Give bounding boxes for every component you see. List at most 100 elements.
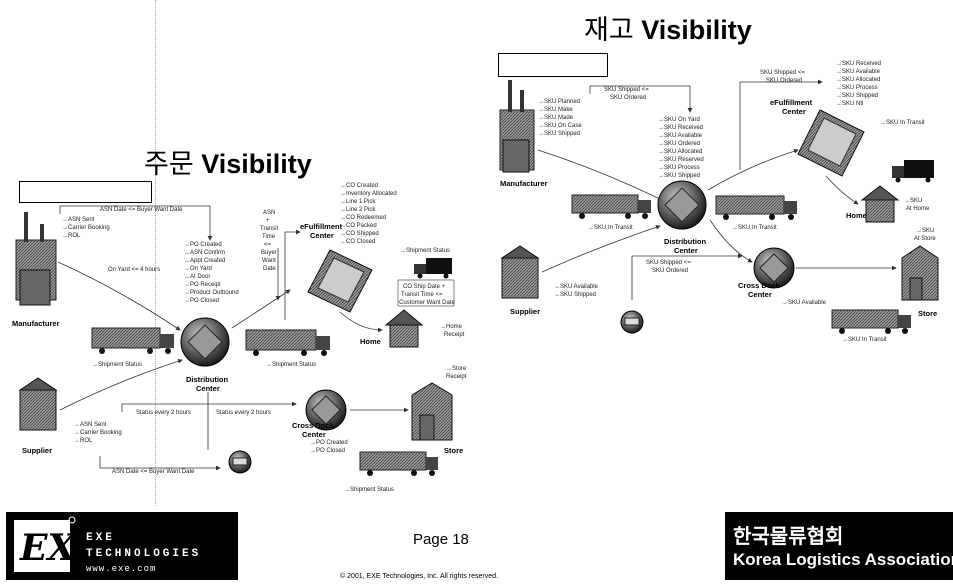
order-store-receipt: Receipt [446,374,467,380]
inv-efc-item: →SKU Shipped [836,93,878,99]
order-dc-item: →Appt Created [184,258,225,264]
order-dc-label-2: Center [196,384,220,393]
order-crossdock-label-1: Cross Dock [292,421,335,430]
order-truck-mid-icon [245,329,330,356]
inv-mfg-item: →SKU On Case [538,123,582,129]
order-truck-right-icon [414,258,452,279]
order-manufacturer-label: Manufacturer [12,319,60,328]
korea-logistics-association-logo: 한국물류협회 Korea Logistics Association [725,512,953,580]
order-mfg-item: →ROL [62,233,81,239]
order-store-receipt: →Store [446,366,467,372]
inv-efc-item: →SKU Process [836,85,878,91]
inv-sku-in-transit-left: →SKU In Transit [588,225,633,231]
inv-store-icon [901,245,939,301]
inv-sku-shipped-bottom: SKU Ordered [652,268,688,274]
inv-mfg-item: →SKU Make [538,107,573,113]
exe-logo-url: www.exe.com [86,564,157,574]
kla-logo-ko: 한국물류협회 [733,524,844,548]
order-shipment-status-mid: →Shipment Status [266,362,316,368]
order-blank-box [19,181,152,203]
order-asn-bottom: ASN Date <= Buyer Want Date [112,469,195,475]
inv-home-label: Home [846,211,867,220]
order-title-ko: 주문 [144,149,194,180]
order-efc-item: →CO Created [340,183,378,189]
order-efc-item: →Line 1 Pick [340,199,376,205]
order-store-icon [411,382,453,441]
inv-store-label: Store [918,309,937,318]
inv-truck-right-icon [892,160,934,183]
order-truck-bottom-icon [359,451,438,476]
inventory-title-ko: 재고 [584,15,634,46]
inv-dc-item: →SKU Allocated [658,149,702,155]
order-asn-transit: ASN + Transit Time <= Buyer Want Date [260,210,278,272]
exe-logo-line2: TECHNOLOGIES [86,548,202,560]
order-dc-item: →PO Closed [184,298,219,304]
inv-dc-item: →SKU Reserved [658,157,704,163]
order-efc-item: →Line 2 Pick [340,207,376,213]
order-asn-transit-item: Time [262,234,276,240]
page-number: Page 18 [413,531,469,548]
order-asn-transit-item: Transit [260,226,278,232]
visibility-diagrams: Manufacturer →ASN Sent →Carrier Booking … [12,61,939,493]
inv-supplier-label: Supplier [510,307,540,316]
inv-efc-item: →SKU Ntl [836,101,863,107]
inventory-diagram: SKU Shipped <= SKU Ordered Manufacturer … [499,61,939,343]
inv-supplier-icon [500,245,540,299]
inv-sku-in-transit-right: →SKU In Transit [880,120,925,126]
inv-home-icon [860,185,900,223]
order-status-every-left: Status every 2 hours [136,410,191,416]
order-asn-transit-item: <= [264,242,272,248]
inv-supplier-item: →SKU Shipped [554,292,596,298]
inv-dc-item: →SKU Received [658,125,703,131]
order-store-label: Store [444,446,463,455]
inv-supplier-item: →SKU Available [554,284,599,290]
order-diagram: Manufacturer →ASN Sent →Carrier Booking … [12,183,467,493]
inv-sku-at-home: →SKU [904,198,922,204]
order-dc-item: →Product Outbound [184,290,239,296]
exe-technologies-logo: EX EXE TECHNOLOGIES www.exe.com [6,512,238,580]
order-supplier-icon [18,377,58,431]
inv-truck-left-icon [571,194,651,219]
order-supplier-items: →ASN Sent →Carrier Booking →ROL [74,422,122,444]
inv-sku-shipped-bottom: SKU Shipped <= [646,260,691,266]
order-home-icon [384,309,424,348]
order-asn-transit-item: ASN [263,210,275,216]
order-asn-transit-item: Date [263,266,276,272]
order-dc-item: →PO Created [184,242,222,248]
order-dc-label-1: Distribution [186,375,228,384]
inv-dc-item: →SKU Shipped [658,173,700,179]
order-home-receipt: Receipt [444,332,465,338]
inv-efc-label-1: eFulfillment [770,98,813,107]
order-crossdock-icon [305,389,347,431]
exe-mark-icon: EX [14,516,77,572]
inv-sku-in-transit-bottom: →SKU In Transit [842,337,887,343]
inv-manufacturer-icon [499,80,535,173]
order-efc-item: →CO Closed [340,239,375,245]
order-supplier-item: →ROL [74,438,93,444]
order-asn-transit-item: Buyer [261,250,277,256]
order-dc-item: →ASN Confirm [184,250,225,256]
inv-efc-icon [797,109,865,177]
order-shipment-status-right: →Shipment Status [400,248,450,254]
order-crossdock-item: →PO Created [310,440,348,446]
order-mfg-item: →Carrier Booking [62,225,110,231]
order-home-receipt: →Home [440,324,463,330]
inv-small-disc-icon [620,310,644,334]
inv-mfg-item: →SKU Planned [538,99,580,105]
inv-manufacturer-label: Manufacturer [500,179,548,188]
inv-mfg-item: →SKU Shipped [538,131,580,137]
order-manufacturer-icon [15,212,57,306]
order-efc-icon [307,249,373,313]
inv-crossdock-icon [753,247,795,289]
order-truck-left-icon [91,327,174,354]
divider-line [155,0,156,506]
order-supplier-label: Supplier [22,446,52,455]
order-efc-item: →Inventory Allocated [340,191,397,197]
inv-efc-item: →SKU Received [836,61,881,67]
order-home-label: Home [360,337,381,346]
inv-sku-shipped-efc: SKU Shipped <= [760,70,805,76]
order-dc-item: →At Door [184,274,210,280]
order-dc-item: →On Yard [184,266,212,272]
order-asn-top: ASN Date <= Buyer Want Date [100,207,183,213]
inv-dc-label-1: Distribution [664,237,706,246]
